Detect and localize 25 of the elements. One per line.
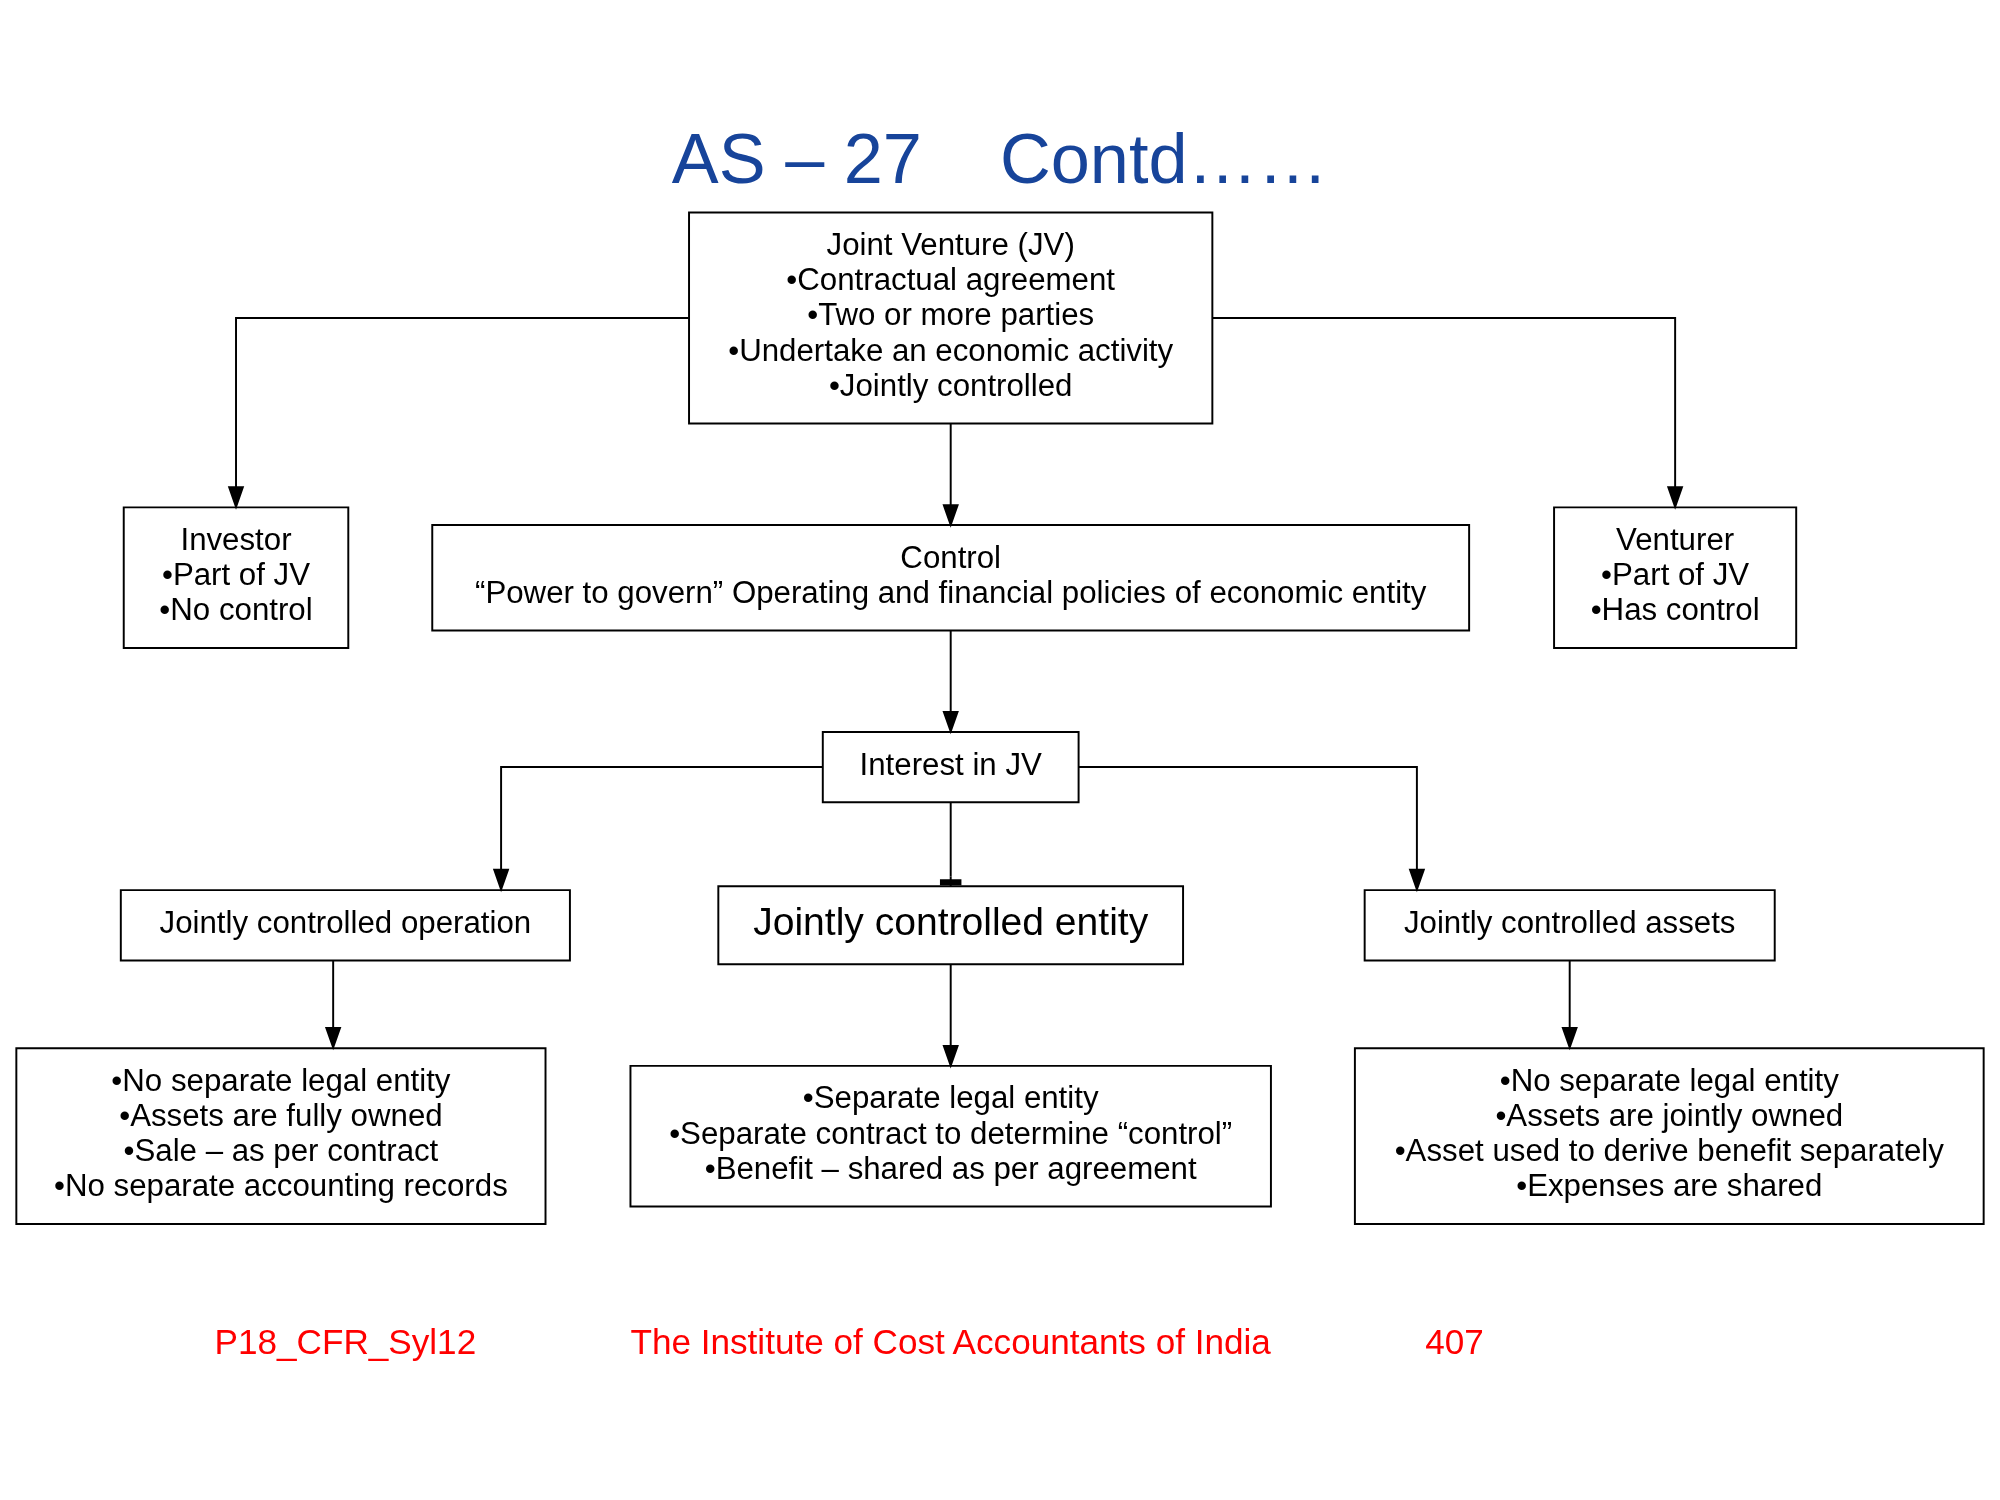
connector bbox=[939, 801, 962, 887]
node-box: •Separate legal entity •Separate contract to determine “control” •Benefit – shared as per agreement bbox=[629, 1064, 1272, 1207]
arrow bbox=[492, 765, 824, 892]
arrow bbox=[1211, 316, 1684, 510]
node-box: •No separate legal entity •Assets are jointly owned •Asset used to derive benefit separately •Expenses are shared bbox=[1353, 1046, 1985, 1225]
node-box: Jointly controlled operation bbox=[119, 888, 571, 961]
label: P18_CFR_Syl12 bbox=[214, 1321, 477, 1361]
arrow bbox=[942, 422, 959, 528]
arrow bbox=[324, 959, 342, 1050]
node-box: Control “Power to govern” Operating and financial policies of economic entity bbox=[431, 523, 1471, 631]
node-box: Joint Venture (JV) •Contractual agreement •Two or more parties •Undertake an economic activity •Jointly controlled bbox=[688, 211, 1214, 424]
node-box: Jointly controlled entity bbox=[717, 884, 1185, 965]
label: 407 bbox=[1425, 1321, 1484, 1361]
label: The Institute of Cost Accountants of India bbox=[630, 1321, 1271, 1361]
arrow bbox=[227, 316, 690, 510]
arrow bbox=[942, 628, 959, 734]
node-box: Venturer •Part of JV •Has control bbox=[1553, 505, 1798, 649]
node-box: •No separate legal entity •Assets are fully owned •Sale – as per contract •No separate accounting records bbox=[15, 1046, 547, 1225]
arrow bbox=[1561, 959, 1578, 1050]
node-box: Interest in JV bbox=[821, 730, 1080, 803]
node-box: Investor •Part of JV •No control bbox=[122, 505, 350, 649]
arrow bbox=[1077, 765, 1426, 892]
diagram-title: AS – 27 Contd…… bbox=[671, 118, 1329, 198]
node-box: Jointly controlled assets bbox=[1363, 888, 1776, 961]
arrow bbox=[942, 962, 959, 1069]
